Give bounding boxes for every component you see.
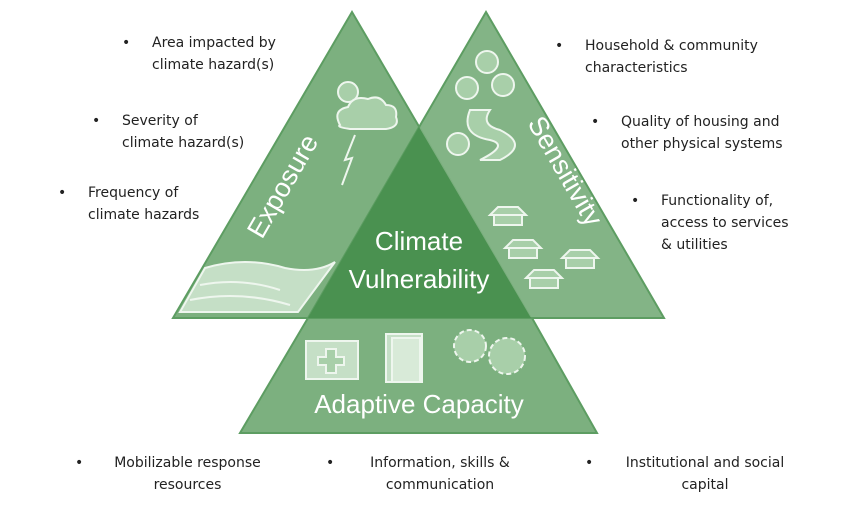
bullet-line: Severity of <box>122 113 198 129</box>
exposure-bullet: Frequency of climate hazards <box>58 182 200 226</box>
adaptive-bullet: Mobilizable response resources <box>75 452 270 496</box>
exposure-bullet: Severity of climate hazard(s) <box>92 110 245 154</box>
houses-icon <box>487 206 601 289</box>
bullet-line: characteristics <box>585 60 688 76</box>
bullet-line: climate hazard(s) <box>152 57 275 73</box>
exposure-bullet: Area impacted by climate hazard(s) <box>122 32 276 76</box>
bullet-line: access to services <box>661 215 789 231</box>
bullet-line: Household & community <box>585 38 758 54</box>
adaptive-bullet: Information, skills & communication <box>326 452 524 496</box>
documents-icon <box>385 333 423 383</box>
bullet-line: other physical systems <box>621 136 783 152</box>
bullet-line: Frequency of <box>88 185 179 201</box>
sensitivity-bullet: Quality of housing and other physical sys… <box>591 111 783 155</box>
climate-label: Climate <box>375 226 463 256</box>
bullet-line: & utilities <box>661 237 728 253</box>
adaptive-bullet: Institutional and social capital <box>585 452 795 496</box>
adaptive-capacity-label: Adaptive Capacity <box>314 389 524 419</box>
gears-icon <box>453 329 526 375</box>
vulnerability-label: Vulnerability <box>349 264 490 294</box>
bullet-line: resources <box>153 477 222 493</box>
bullet-line: Institutional and social <box>625 455 785 471</box>
trees-road-icon <box>446 50 516 161</box>
bullet-line: communication <box>385 477 495 493</box>
climate-vulnerability-triangle <box>308 127 531 318</box>
bullet-line: Area impacted by <box>152 35 276 51</box>
bullet-line: Functionality of, <box>661 193 774 209</box>
sensitivity-bullet: Household & community characteristics <box>555 35 758 79</box>
bullet-line: Information, skills & <box>370 455 510 471</box>
bullet-line: Mobilizable response <box>114 455 261 471</box>
bullet-line: Quality of housing and <box>621 114 780 130</box>
bullet-line: climate hazards <box>88 207 200 223</box>
waves-icon <box>178 261 336 313</box>
medical-kit-icon <box>305 340 359 380</box>
weather-icon <box>336 81 398 186</box>
bullet-line: capital <box>681 477 729 493</box>
sensitivity-bullet: Functionality of, access to services & uti… <box>631 190 789 256</box>
bullet-line: climate hazard(s) <box>122 135 245 151</box>
